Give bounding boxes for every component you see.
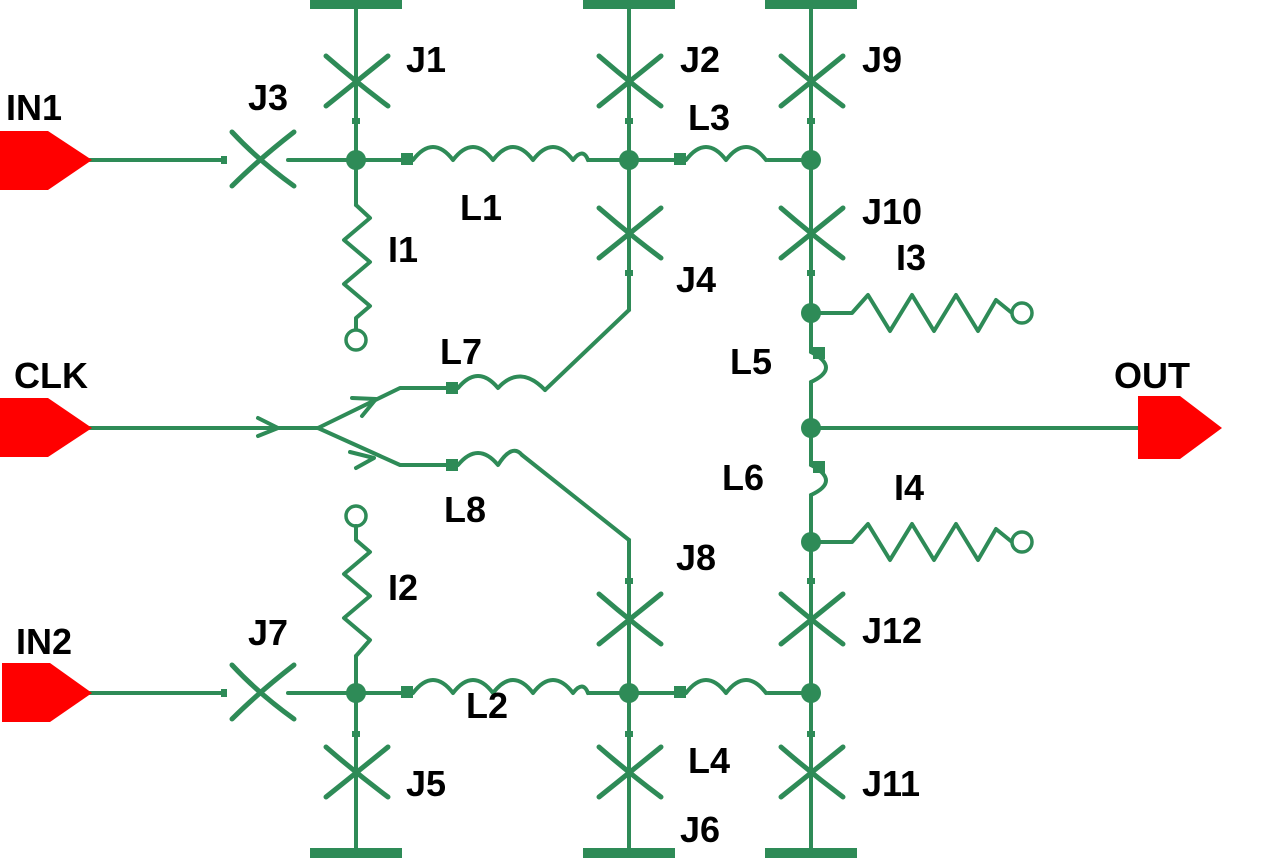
bias-i4 <box>809 522 1034 562</box>
node-l3-j9 <box>801 150 821 170</box>
label-i3: I3 <box>896 237 926 278</box>
node-i4 <box>801 532 821 552</box>
label-l6: L6 <box>722 457 764 498</box>
label-l8: L8 <box>444 489 486 530</box>
inductor-l7 <box>446 374 547 394</box>
label-i2: I2 <box>388 567 418 608</box>
label-j8: J8 <box>676 537 716 578</box>
nodes <box>346 150 821 703</box>
wires <box>88 2 1142 855</box>
inductors <box>401 145 828 698</box>
junction-j6 <box>596 731 664 800</box>
junction-j4 <box>596 205 664 276</box>
junctions <box>221 53 846 800</box>
node-in1-junction <box>346 150 366 170</box>
label-j12: J12 <box>862 610 922 651</box>
label-j9: J9 <box>862 39 902 80</box>
port-out-icon <box>1138 396 1222 459</box>
bias-i3 <box>809 293 1034 333</box>
port-in1-icon <box>0 131 92 190</box>
inductor-l6 <box>809 461 828 497</box>
ports <box>0 131 1222 722</box>
junction-j9 <box>778 53 846 124</box>
node-l4-j11 <box>801 683 821 703</box>
inductor-l4 <box>674 678 768 698</box>
junction-j5 <box>323 731 391 800</box>
node-out <box>801 418 821 438</box>
split-up-arrow-icon <box>350 396 378 418</box>
bias-terminal-i1 <box>344 328 368 352</box>
node-l1-l3 <box>619 150 639 170</box>
label-l2: L2 <box>466 685 508 726</box>
junction-j12 <box>778 578 846 647</box>
label-j7: J7 <box>248 612 288 653</box>
port-clk-icon <box>0 398 92 457</box>
junction-j8 <box>596 578 664 647</box>
label-j5: J5 <box>406 763 446 804</box>
wire-clk-split-up <box>316 386 452 430</box>
label-i4: I4 <box>894 467 924 508</box>
port-label-in1: IN1 <box>6 87 62 128</box>
port-label-out: OUT <box>1114 355 1190 396</box>
bias-i2 <box>342 504 372 658</box>
labels: IN1 CLK IN2 OUT J1 J2 J9 J3 J4 J10 J8 J1… <box>6 39 1190 850</box>
port-in2-icon <box>2 663 92 722</box>
split-down-arrow-icon <box>348 450 376 470</box>
bias-i1 <box>342 203 372 352</box>
label-j1: J1 <box>406 39 446 80</box>
label-i1: I1 <box>388 229 418 270</box>
inductor-l1 <box>401 145 590 165</box>
junction-j3 <box>221 129 297 189</box>
wire-l7-diagonal <box>543 308 631 392</box>
label-j6: J6 <box>680 809 720 850</box>
label-l7: L7 <box>440 331 482 372</box>
label-l1: L1 <box>460 187 502 228</box>
node-l2-l4 <box>619 683 639 703</box>
label-l5: L5 <box>730 341 772 382</box>
label-j11: J11 <box>862 763 920 804</box>
inductor-l3 <box>674 145 768 165</box>
bias-terminal-i2 <box>344 504 368 528</box>
label-l3: L3 <box>688 97 730 138</box>
node-in2-junction <box>346 683 366 703</box>
inductor-l8 <box>446 448 524 471</box>
wire-clk-split-down <box>316 426 452 467</box>
wire-l8-diagonal <box>520 453 631 542</box>
junction-j11 <box>778 731 846 800</box>
label-l4: L4 <box>688 740 730 781</box>
bias-terminal-i3 <box>1010 301 1034 325</box>
clk-arrow-icon <box>256 416 280 438</box>
port-label-in2: IN2 <box>16 621 72 662</box>
junction-j10 <box>778 205 846 276</box>
label-j2: J2 <box>680 39 720 80</box>
label-j4: J4 <box>676 259 716 300</box>
ground-rails <box>310 0 857 858</box>
junction-j2 <box>596 53 664 124</box>
label-j10: J10 <box>862 191 922 232</box>
junction-j1 <box>323 53 391 124</box>
inductor-l2 <box>401 678 590 698</box>
inductor-l5 <box>809 347 828 384</box>
bias-sources <box>342 203 1034 658</box>
node-i3 <box>801 303 821 323</box>
junction-j7 <box>221 662 297 722</box>
port-label-clk: CLK <box>14 355 88 396</box>
label-j3: J3 <box>248 77 288 118</box>
bias-terminal-i4 <box>1010 530 1034 554</box>
